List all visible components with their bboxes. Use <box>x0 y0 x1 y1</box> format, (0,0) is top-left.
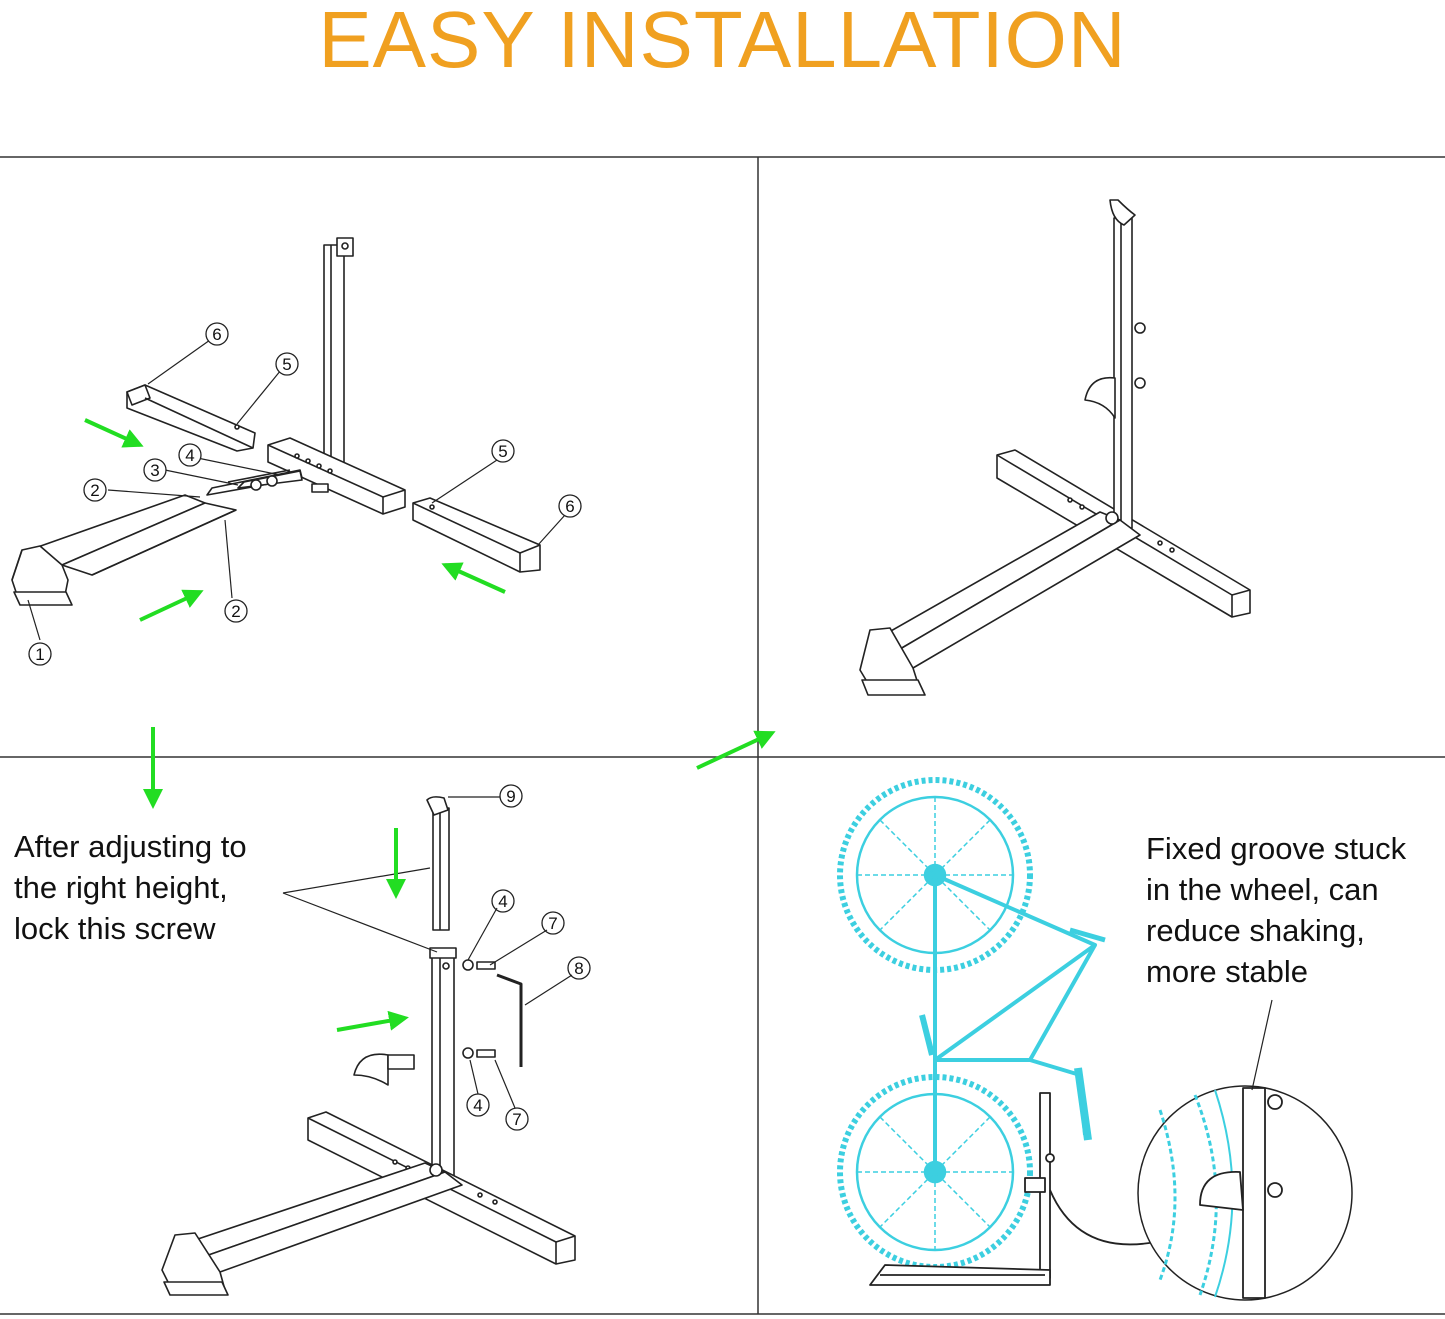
svg-text:2: 2 <box>90 481 99 500</box>
inner-tubes <box>206 469 303 496</box>
svg-text:9: 9 <box>506 787 515 806</box>
panel-step-3-adjust <box>161 796 576 1296</box>
callout-9: 9 <box>499 784 523 808</box>
svg-text:5: 5 <box>282 355 291 374</box>
callout-6b: 6 <box>558 494 582 518</box>
callout-1: 1 <box>28 642 52 666</box>
callout-6a: 6 <box>205 322 229 346</box>
callout-leaders <box>27 339 566 641</box>
upright-post <box>323 237 354 471</box>
svg-text:7: 7 <box>512 1110 521 1129</box>
svg-text:3: 3 <box>150 461 159 480</box>
bicycle-illustration <box>837 777 1106 1270</box>
svg-text:1: 1 <box>35 645 44 664</box>
callout-7a: 7 <box>541 911 565 935</box>
left-foot-bar <box>126 384 256 452</box>
svg-text:6: 6 <box>565 497 574 516</box>
note-groove-line-4: more stable <box>1146 954 1308 989</box>
svg-text:5: 5 <box>498 442 507 461</box>
svg-text:7: 7 <box>548 914 557 933</box>
callout-7b: 7 <box>505 1107 529 1131</box>
panel-step-1-parts <box>11 237 566 641</box>
callout-8: 8 <box>567 956 591 980</box>
callout-4c: 4 <box>466 1093 490 1117</box>
note-lock-line-2: the right height, <box>14 870 228 905</box>
callout-2a: 2 <box>83 478 107 502</box>
svg-text:4: 4 <box>185 446 194 465</box>
zoom-detail-circle <box>1137 999 1353 1301</box>
flow-arrows <box>143 727 776 809</box>
svg-text:4: 4 <box>473 1096 482 1115</box>
note-groove-line-1: Fixed groove stuck <box>1146 831 1407 866</box>
right-foot-bar <box>412 497 541 573</box>
callout-2b: 2 <box>224 599 248 623</box>
panel-step-4-bike <box>837 777 1353 1301</box>
stand-with-bike <box>869 1092 1166 1286</box>
svg-text:4: 4 <box>498 892 507 911</box>
note-lock-screw: After adjusting to the right height, loc… <box>14 826 247 949</box>
note-fixed-groove: Fixed groove stuck in the wheel, can red… <box>1146 828 1406 992</box>
svg-text:6: 6 <box>212 325 221 344</box>
assembly-arrows <box>84 418 506 622</box>
note-groove-line-2: in the wheel, can <box>1146 872 1379 907</box>
note-lock-line-3: lock this screw <box>14 911 216 946</box>
callout-4a: 4 <box>178 443 202 467</box>
page-title: EASY INSTALLATION <box>318 0 1127 84</box>
callout-5a: 5 <box>275 352 299 376</box>
callout-4b: 4 <box>491 889 515 913</box>
svg-text:2: 2 <box>231 602 240 621</box>
note-lock-line-1: After adjusting to <box>14 829 247 864</box>
panel-step-2-assembled <box>859 199 1251 696</box>
callout-5b: 5 <box>491 439 515 463</box>
note-groove-line-3: reduce shaking, <box>1146 913 1365 948</box>
callout-3: 3 <box>143 458 167 482</box>
svg-text:8: 8 <box>574 959 583 978</box>
base-crossbar <box>267 437 406 515</box>
callout-numbers: 6 5 4 3 2 2 1 5 6 9 4 7 8 4 7 <box>28 322 591 1131</box>
front-rail <box>11 494 237 606</box>
